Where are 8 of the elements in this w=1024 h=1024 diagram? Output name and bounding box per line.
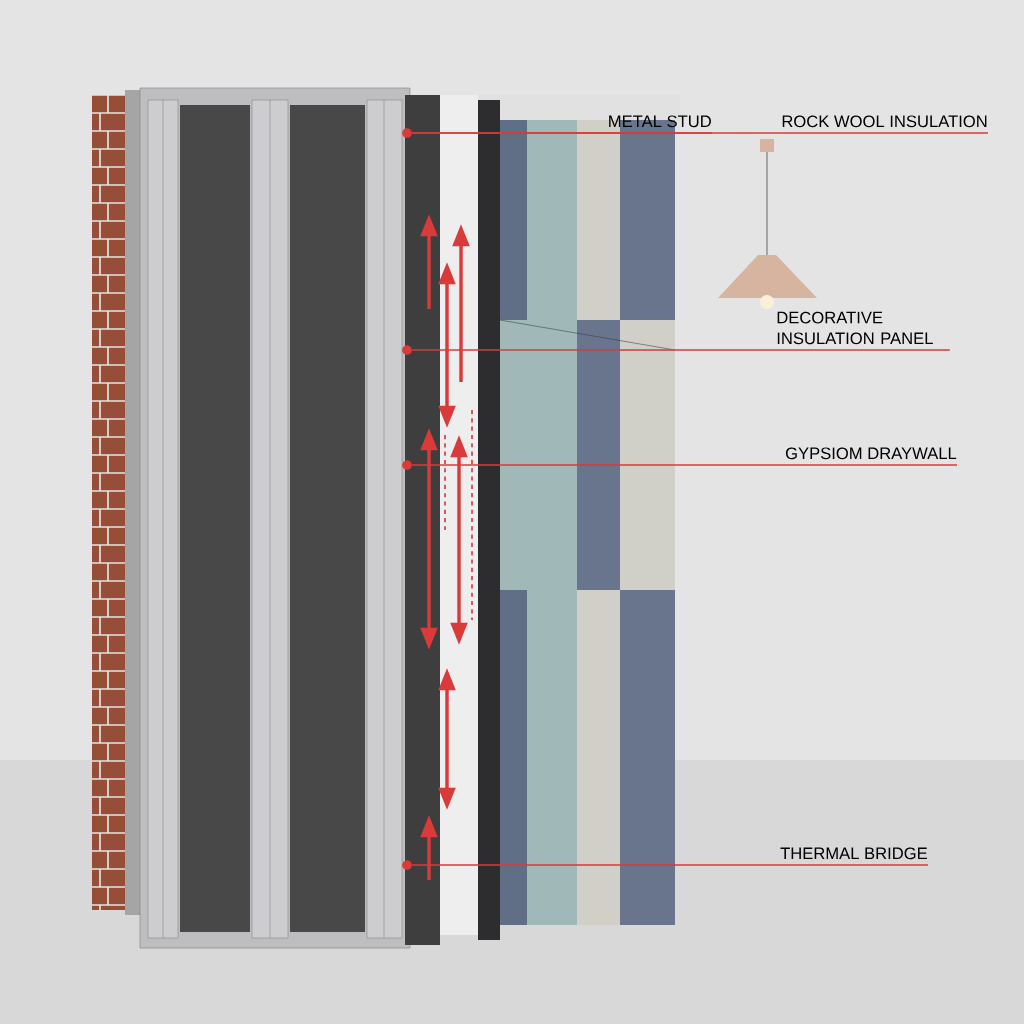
part-label: GYPSIOM DRAYWALL bbox=[785, 447, 957, 460]
leader-line bbox=[411, 132, 989, 134]
leader-line bbox=[411, 349, 951, 351]
part-label: THERMAL BRIDGE bbox=[780, 847, 927, 860]
part-label: DECORATIVE INSULATION PANEL bbox=[777, 311, 933, 345]
leader-line bbox=[411, 864, 929, 866]
leader-line bbox=[411, 464, 958, 466]
part-label: ROCK WOOL INSULATION bbox=[782, 115, 987, 128]
